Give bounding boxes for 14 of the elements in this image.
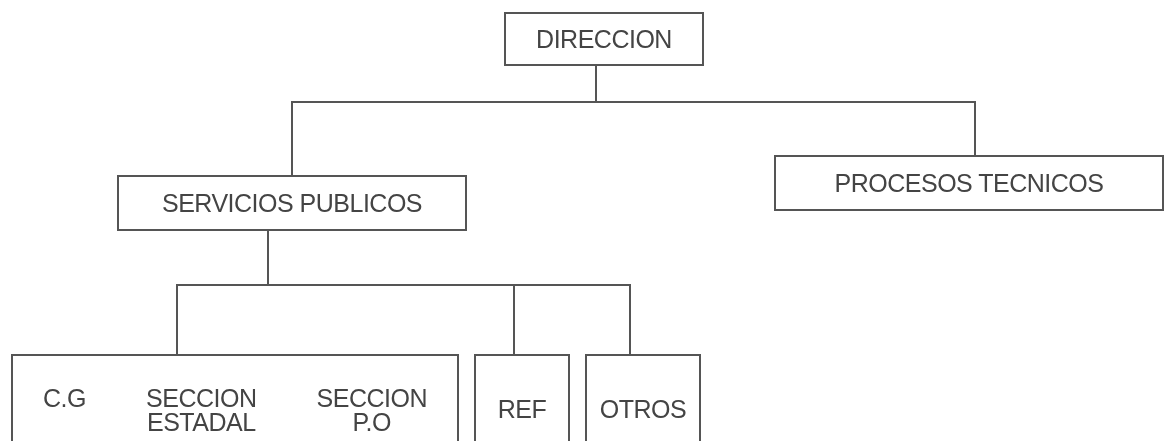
org-box [774, 155, 1164, 211]
unit-name: PROCESOS TECNICOS [834, 168, 1104, 198]
unit-name: SECCION P.O [316, 386, 427, 434]
unit-name: OTROS [599, 394, 687, 424]
unit-name: DIRECCION [536, 24, 672, 54]
unit-name: REF [497, 394, 547, 424]
unit-name: SERVICIOS PUBLICOS [161, 188, 423, 218]
org-box [474, 354, 570, 441]
unit-name: SECCION ESTADAL [146, 386, 257, 434]
org-box [504, 12, 704, 66]
unit-name: C.G [43, 386, 86, 410]
org-box [11, 354, 459, 441]
org-box [117, 175, 467, 231]
org-box [585, 354, 701, 441]
